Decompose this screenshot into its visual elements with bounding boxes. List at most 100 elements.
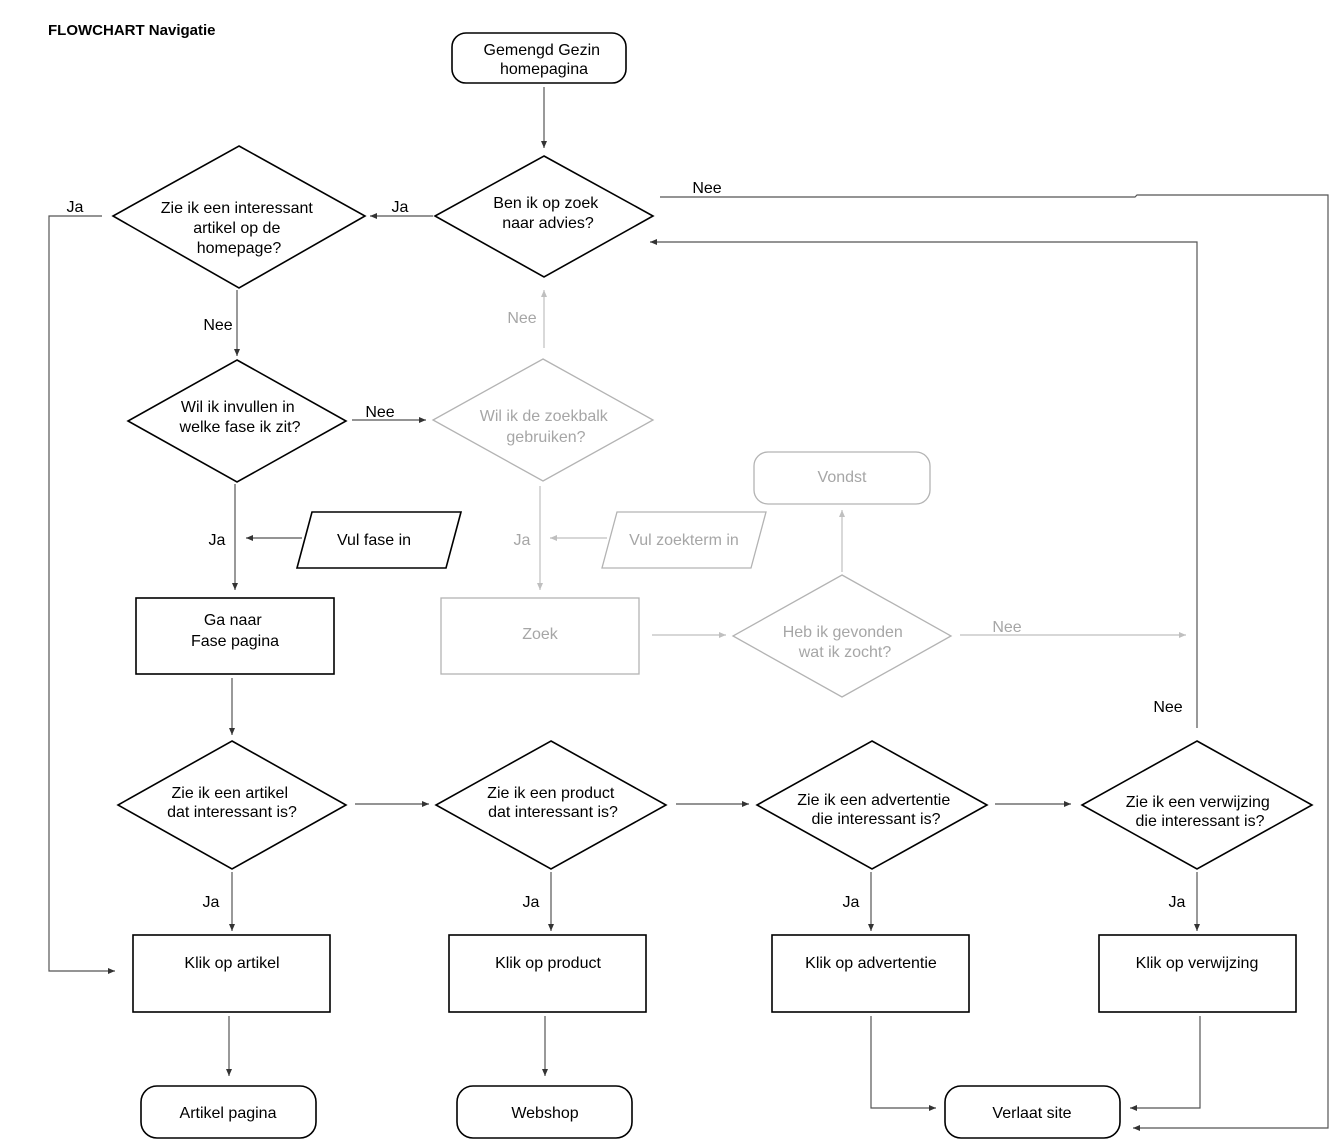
klik-verwijzing-label: Klik op verwijzing	[1136, 955, 1259, 972]
zoek-label: Zoek	[522, 626, 559, 643]
vul-fase-label-line: Vul fase in	[337, 532, 411, 549]
start-terminal	[451, 32, 627, 84]
advertentie-question-label-line: die interessant is?	[812, 811, 941, 828]
artikel-pagina-label: Artikel pagina	[180, 1105, 277, 1122]
homepage-artikel-label-line: homepage?	[197, 240, 282, 257]
artikel-question-label-line: dat interessant is?	[167, 804, 297, 821]
zoekbalk-decision	[431, 358, 655, 482]
advies-label-line: Ben ik op zoek	[493, 195, 599, 212]
zoek-label-line: Zoek	[522, 626, 559, 643]
start-label: Gemengd Gezin homepagina	[484, 42, 605, 78]
edge-label-ja-left: Ja	[67, 199, 84, 216]
klik-artikel-label-line: Klik op artikel	[184, 955, 279, 972]
artikel-pagina-terminal	[140, 1085, 317, 1139]
vul-fase-label: Vul fase in	[337, 532, 411, 549]
artikel-question-label-line: Zie ik een artikel	[172, 785, 289, 802]
klik-verwijzing-process	[1098, 934, 1297, 1013]
edge-label-ja-artikel: Ja	[203, 894, 220, 911]
edge-label-nee-verwijzing: Nee	[1153, 699, 1182, 716]
connectors	[48, 87, 1329, 1131]
advies-label: Ben ik op zoek naar advies?	[493, 195, 602, 232]
klik-product-label-line: Klik op product	[495, 955, 601, 972]
edge-homepage-ja-klik-artikel	[48, 215, 115, 974]
node-labels: Gemengd Gezin homepagina Ben ik op zoek …	[161, 42, 1275, 1122]
verwijzing-decision	[1080, 740, 1314, 870]
klik-verwijzing-label-line: Klik op verwijzing	[1136, 955, 1259, 972]
edge-label-nee-invullen: Nee	[365, 404, 394, 421]
edge-klik-advertentie-verlaat	[870, 1016, 936, 1111]
edge-labels: Ja Ja Nee Nee Nee Nee Ja Ja Nee Nee Ja J…	[67, 180, 1186, 911]
edge-verwijzing-nee-advies	[650, 239, 1198, 728]
homepage-artikel-label-line: Zie ik een interessant	[161, 200, 314, 217]
shapes	[111, 32, 1314, 1139]
product-question-label-line: dat interessant is?	[488, 804, 618, 821]
vondst-label: Vondst	[818, 469, 867, 486]
edge-klik-verwijzing-verlaat	[1130, 1016, 1201, 1111]
fase-pagina-label-line: Fase pagina	[191, 633, 279, 650]
product-question-label-line: Zie ik een product	[487, 785, 615, 802]
verlaat-site-label-line: Verlaat site	[992, 1105, 1071, 1122]
edge-label-nee-zoekbalk: Nee	[507, 310, 536, 327]
artikel-decision	[116, 740, 348, 870]
edge-label-nee-gevonden: Nee	[992, 619, 1021, 636]
artikel-pagina-label-line: Artikel pagina	[180, 1105, 277, 1122]
gevonden-label-line: wat ik zocht?	[798, 644, 892, 661]
gevonden-decision	[731, 574, 953, 698]
edge-label-ja-product: Ja	[523, 894, 540, 911]
edge-label-nee-advies: Nee	[692, 180, 721, 197]
webshop-terminal	[456, 1085, 633, 1139]
verwijzing-question-label: Zie ik een verwijzing die interessant is…	[1126, 794, 1275, 830]
edge-label-ja-verwijzing: Ja	[1169, 894, 1186, 911]
vondst-terminal	[753, 451, 931, 505]
klik-artikel-label: Klik op artikel	[184, 955, 279, 972]
page-title: FLOWCHART Navigatie	[48, 22, 216, 39]
edge-label-ja-advertentie: Ja	[843, 894, 860, 911]
klik-advertentie-label: Klik op advertentie	[805, 955, 937, 972]
zoekbalk-label-line: Wil ik de zoekbalk	[480, 408, 609, 425]
webshop-label: Webshop	[511, 1105, 578, 1122]
homepage-artikel-label: Zie ik een interessant artikel op de hom…	[161, 200, 318, 257]
artikel-question-label: Zie ik een artikel dat interessant is?	[167, 785, 297, 821]
edge-label-nee-homepage: Nee	[203, 317, 232, 334]
fase-pagina-label-line: Ga naar	[204, 612, 262, 629]
homepage-artikel-decision	[111, 145, 367, 289]
vondst-label-line: Vondst	[818, 469, 867, 486]
advertentie-decision	[755, 740, 989, 870]
start-label-line: homepagina	[500, 61, 588, 78]
edge-label-ja-fase: Ja	[209, 532, 226, 549]
start-label-line: Gemengd Gezin	[484, 42, 601, 59]
edge-label-ja-advies: Ja	[392, 199, 409, 216]
advies-label-line: naar advies?	[502, 215, 594, 232]
edge-advies-nee-verlaat	[660, 194, 1329, 1131]
invullen-fase-label-line: Wil ik invullen in	[181, 399, 295, 416]
gevonden-label: Heb ik gevonden wat ik zocht?	[783, 624, 908, 661]
product-decision	[434, 740, 668, 870]
vul-zoekterm-label-line: Vul zoekterm in	[629, 532, 739, 549]
invullen-fase-label-line: welke fase ik zit?	[179, 419, 301, 436]
klik-product-process	[448, 934, 647, 1013]
invullen-fase-decision	[126, 359, 348, 483]
verwijzing-question-label-line: die interessant is?	[1136, 813, 1265, 830]
gevonden-label-line: Heb ik gevonden	[783, 624, 903, 641]
klik-product-label: Klik op product	[495, 955, 601, 972]
invullen-fase-label: Wil ik invullen in welke fase ik zit?	[179, 399, 301, 436]
klik-artikel-process	[132, 934, 331, 1013]
advertentie-question-label: Zie ik een advertentie die interessant i…	[797, 792, 954, 828]
zoekbalk-label: Wil ik de zoekbalk gebruiken?	[480, 408, 613, 446]
fase-pagina-label: Ga naar Fase pagina	[191, 612, 279, 650]
zoek-process	[440, 597, 640, 675]
webshop-label-line: Webshop	[511, 1105, 578, 1122]
advies-decision	[433, 155, 655, 278]
fase-pagina-process	[135, 597, 335, 675]
product-question-label: Zie ik een product dat interessant is?	[487, 785, 619, 821]
verwijzing-question-label-line: Zie ik een verwijzing	[1126, 794, 1270, 811]
zoekbalk-label-line: gebruiken?	[506, 429, 585, 446]
klik-advertentie-label-line: Klik op advertentie	[805, 955, 937, 972]
vul-fase-input	[295, 511, 463, 569]
homepage-artikel-label-line: artikel op de	[193, 220, 280, 237]
verlaat-site-terminal	[944, 1085, 1121, 1139]
verlaat-site-label: Verlaat site	[992, 1105, 1071, 1122]
edge-label-ja-zoekbalk: Ja	[514, 532, 531, 549]
klik-advertentie-process	[771, 934, 970, 1013]
